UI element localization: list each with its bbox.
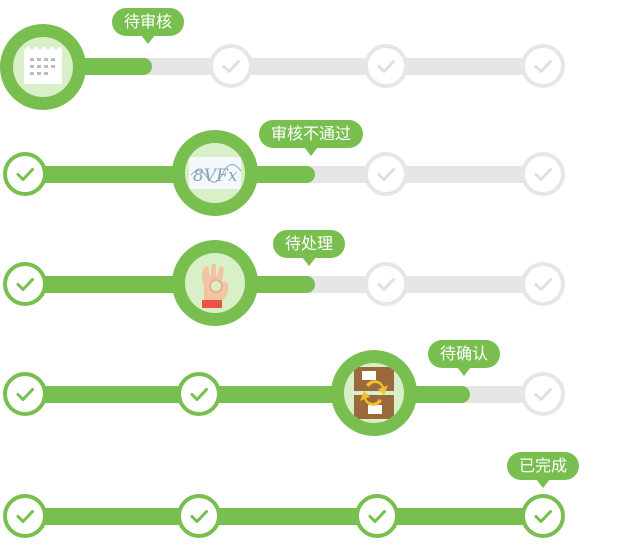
current-step-badge (172, 240, 258, 326)
current-step-badge (331, 350, 417, 436)
check-icon (530, 53, 556, 79)
progress-row-completed: 已完成 (0, 440, 640, 550)
status-tooltip: 待处理 (273, 230, 346, 266)
progress-fill (25, 166, 315, 183)
calendar-icon (24, 46, 62, 84)
check-icon (373, 53, 399, 79)
step-node-3 (364, 152, 408, 196)
status-tooltip: 待审核 (112, 8, 185, 44)
check-icon (530, 503, 556, 529)
check-icon (373, 271, 399, 297)
step-node-4 (521, 372, 565, 416)
check-icon (12, 161, 38, 187)
svg-text:8VFx: 8VFx (193, 166, 238, 186)
progress-fill (25, 508, 545, 525)
check-icon (364, 503, 390, 529)
status-tooltip: 审核不通过 (259, 120, 364, 156)
check-icon (12, 503, 38, 529)
check-icon (530, 271, 556, 297)
step-node-2 (177, 372, 221, 416)
check-icon (530, 381, 556, 407)
status-tooltip: 已完成 (507, 452, 580, 488)
progress-row-review-rejected: 8VFx 审核不通过 (0, 120, 640, 230)
ok-hand-icon (202, 264, 229, 308)
step-node-3 (364, 44, 408, 88)
current-step-badge: 8VFx (172, 130, 258, 216)
step-node-1 (3, 372, 47, 416)
check-icon (12, 271, 38, 297)
progress-fill (25, 276, 315, 293)
step-node-1 (3, 152, 47, 196)
check-icon (530, 161, 556, 187)
captcha-icon: 8VFx (189, 157, 242, 189)
check-icon (186, 503, 212, 529)
status-tooltip: 待确认 (428, 340, 501, 376)
step-node-2 (209, 44, 253, 88)
check-icon (218, 53, 244, 79)
step-node-4 (521, 262, 565, 306)
step-node-4 (521, 44, 565, 88)
step-node-4 (521, 494, 565, 538)
step-node-2 (177, 494, 221, 538)
step-node-1 (3, 262, 47, 306)
current-step-badge (0, 24, 86, 110)
step-node-1 (3, 494, 47, 538)
progress-row-pending-review: 待审核 (0, 8, 640, 120)
check-icon (12, 381, 38, 407)
check-icon (373, 161, 399, 187)
step-node-3 (355, 494, 399, 538)
step-node-3 (364, 262, 408, 306)
progress-row-pending-processing: 待处理 (0, 230, 640, 340)
exchange-boxes-icon (354, 367, 394, 419)
progress-row-pending-confirmation: 待确认 (0, 340, 640, 450)
progress-track (25, 58, 545, 75)
check-icon (186, 381, 212, 407)
step-node-4 (521, 152, 565, 196)
